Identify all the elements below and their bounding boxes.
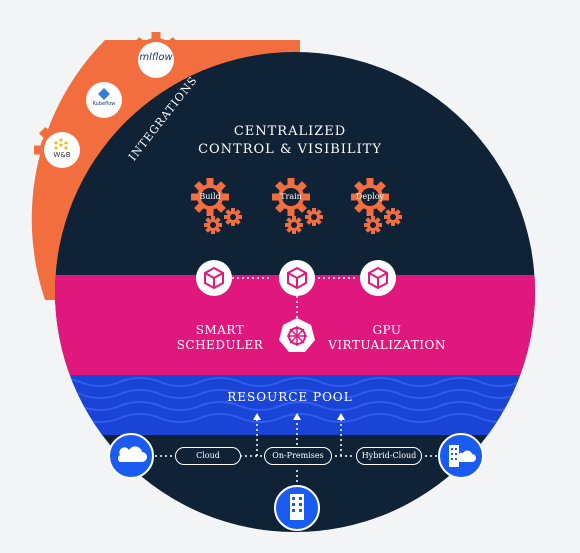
wandb-label: W&B bbox=[53, 151, 71, 159]
smart-scheduler-label: SMART SCHEDULER bbox=[170, 323, 270, 353]
cube-icon bbox=[279, 260, 315, 296]
gpu-virtualization-label: GPU VIRTUALIZATION bbox=[322, 323, 452, 353]
stage-deploy-label: Deploy bbox=[355, 192, 385, 201]
header-line-1: CENTRALIZED bbox=[233, 124, 347, 139]
cloud-icon bbox=[108, 433, 154, 479]
smart-scheduler-line-2: SCHEDULER bbox=[176, 338, 264, 352]
header-title: CENTRALIZED CONTROL & VISIBILITY bbox=[190, 123, 390, 159]
kubeflow-logo-gear bbox=[76, 72, 132, 128]
source-cloud-pill: Cloud bbox=[175, 447, 241, 465]
source-hybrid-cloud-pill: Hybrid-Cloud bbox=[356, 447, 422, 465]
stage-train-label: Train bbox=[280, 192, 302, 201]
building-icon bbox=[274, 485, 320, 531]
smart-scheduler-line-1: SMART bbox=[195, 323, 245, 337]
kubernetes-icon bbox=[279, 318, 315, 352]
hybrid-cloud-icon bbox=[438, 433, 484, 479]
wandb-logo-gear bbox=[34, 122, 90, 178]
gpu-virtualization-line-1: GPU bbox=[372, 323, 402, 337]
source-on-premises-pill: On-Premises bbox=[264, 447, 332, 465]
resource-pool-label: RESOURCE POOL bbox=[227, 390, 353, 404]
mlflow-label: mlflow bbox=[139, 52, 173, 63]
gpu-virtualization-line-2: VIRTUALIZATION bbox=[328, 338, 446, 352]
cube-icon bbox=[360, 260, 396, 296]
header-line-2: CONTROL & VISIBILITY bbox=[198, 142, 382, 157]
kubeflow-label: Kubeflow bbox=[92, 101, 116, 107]
stage-build-label: Build bbox=[199, 192, 221, 201]
resource-pool-band bbox=[55, 375, 535, 435]
cube-icon bbox=[196, 260, 232, 296]
